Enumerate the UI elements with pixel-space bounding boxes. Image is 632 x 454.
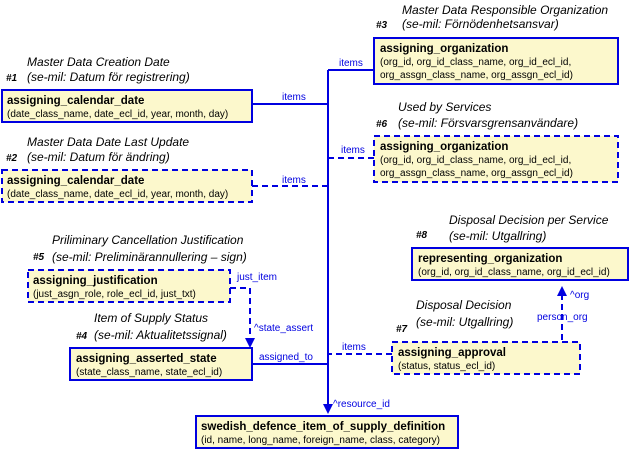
entity-caption-1: Priliminary Cancellation Justification <box>52 233 244 247</box>
rel-just-item: just_item <box>236 272 277 283</box>
entity-number: #6 <box>376 119 388 130</box>
entity-name: swedish_defence_item_of_supply_definitio… <box>201 421 445 433</box>
entity-name: assigning_calendar_date <box>7 175 144 187</box>
entity-caption-2: (se-mil: Utgallring) <box>416 315 513 329</box>
entity-e1[interactable]: Master Data Creation Date #1 (se-mil: Da… <box>1 55 253 123</box>
entity-box[interactable] <box>1 89 253 123</box>
rel-person-org: person_org <box>537 312 588 323</box>
entity-caption-2: (se-mil: Aktualitetssignal) <box>94 328 227 342</box>
entity-attrs-1: (status, status_ecl_id) <box>398 361 495 372</box>
entity-attrs-2: org_assgn_class_name, org_assgn_ecl_id) <box>380 70 573 81</box>
entity-number: #5 <box>33 252 45 263</box>
entity-number: #2 <box>6 153 18 164</box>
entity-caption-1: Disposal Decision <box>416 298 512 312</box>
entity-name: representing_organization <box>418 253 562 265</box>
entity-attrs-1: (just_asgn_role, role_ecl_id, just_txt) <box>33 289 196 300</box>
entity-box[interactable] <box>411 247 629 281</box>
entity-caption-1: Master Data Creation Date <box>27 55 170 69</box>
entity-box[interactable] <box>391 341 581 375</box>
entity-attrs-1: (org_id, org_id_class_name, org_id_ecl_i… <box>380 57 571 68</box>
just-item-arrow <box>230 287 255 348</box>
entity-caption-2: (se-mil: Förnödenhetsansvar) <box>402 17 559 31</box>
entity-e8[interactable]: Disposal Decision per Service #8 (se-mil… <box>411 213 629 281</box>
entity-number: #8 <box>416 230 428 241</box>
entity-caption-1: Master Data Date Last Update <box>27 135 189 149</box>
entity-box[interactable] <box>27 269 231 303</box>
entity-caption-1: Master Data Responsible Organization <box>402 3 608 17</box>
entity-number: #4 <box>76 331 88 342</box>
rel-assigned-to: assigned_to <box>259 352 313 363</box>
entity-e7[interactable]: Disposal Decision #7 (se-mil: Utgallring… <box>391 298 581 375</box>
entity-name: assigning_calendar_date <box>7 95 144 107</box>
entity-number: #3 <box>376 20 388 31</box>
entity-box[interactable] <box>1 169 253 203</box>
entity-name: assigning_organization <box>380 43 508 55</box>
entity-e5[interactable]: Priliminary Cancellation Justification #… <box>27 233 247 303</box>
entity-target[interactable]: swedish_defence_item_of_supply_definitio… <box>195 415 459 449</box>
entity-e3[interactable]: #3 Master Data Responsible Organization … <box>373 3 619 85</box>
entity-name: assigning_justification <box>33 275 158 287</box>
rel-items-e3: items <box>339 58 363 69</box>
entity-e4[interactable]: Item of Supply Status #4 (se-mil: Aktual… <box>69 311 253 381</box>
entity-name: assigning_organization <box>380 141 508 153</box>
entity-caption-2: (se-mil: Preliminärannullering – sign) <box>52 250 247 264</box>
rel-items-e2: items <box>282 175 306 186</box>
entity-name: assigning_approval <box>398 347 506 359</box>
entity-caption-1: Disposal Decision per Service <box>449 213 609 227</box>
rel-resource-id: ^resource_id <box>333 399 390 410</box>
entity-e2[interactable]: Master Data Date Last Update #2 (se-mil:… <box>1 135 253 203</box>
entity-caption-2: (se-mil: Utgallring) <box>449 229 546 243</box>
entity-attrs-1: (date_class_name, date_ecl_id, year, mon… <box>7 109 228 120</box>
rel-items-e6: items <box>341 145 365 156</box>
entity-box[interactable] <box>373 135 619 183</box>
entity-number: #1 <box>6 73 18 84</box>
rel-org: ^org <box>570 290 589 301</box>
entity-name: assigning_asserted_state <box>76 353 217 365</box>
connectors <box>230 69 567 414</box>
relation-labels: items items items items items just_item … <box>236 58 589 410</box>
rel-state-assert: ^state_assert <box>254 323 313 334</box>
entity-box[interactable] <box>373 37 619 85</box>
entity-caption-2: (se-mil: Datum för registrering) <box>27 70 190 84</box>
rel-items-e7: items <box>342 342 366 353</box>
entity-attrs-1: (org_id, org_id_class_name, org_id_ecl_i… <box>418 267 610 278</box>
entity-attrs-1: (date_class_name, date_ecl_id, year, mon… <box>7 189 228 200</box>
entity-caption-2: (se-mil: Försvarsgrensanvändare) <box>398 116 578 130</box>
entity-attrs-1: (state_class_name, state_ecl_id) <box>76 367 222 378</box>
entity-e6[interactable]: Used by Services #6 (se-mil: Försvarsgre… <box>373 100 619 183</box>
entity-box[interactable] <box>195 415 459 449</box>
entity-attrs-1: (id, name, long_name, foreign_name, clas… <box>201 435 440 446</box>
entity-attrs-2: org_assgn_class_name, org_assgn_ecl_id) <box>380 168 573 179</box>
entity-attrs-1: (org_id, org_id_class_name, org_id_ecl_i… <box>380 155 571 166</box>
rel-items-e1: items <box>282 92 306 103</box>
entity-box[interactable] <box>69 347 253 381</box>
entity-caption-1: Used by Services <box>398 100 491 114</box>
entity-number: #7 <box>396 324 408 335</box>
entity-caption-2: (se-mil: Datum för ändring) <box>27 150 170 164</box>
entity-caption-1: Item of Supply Status <box>94 311 208 325</box>
